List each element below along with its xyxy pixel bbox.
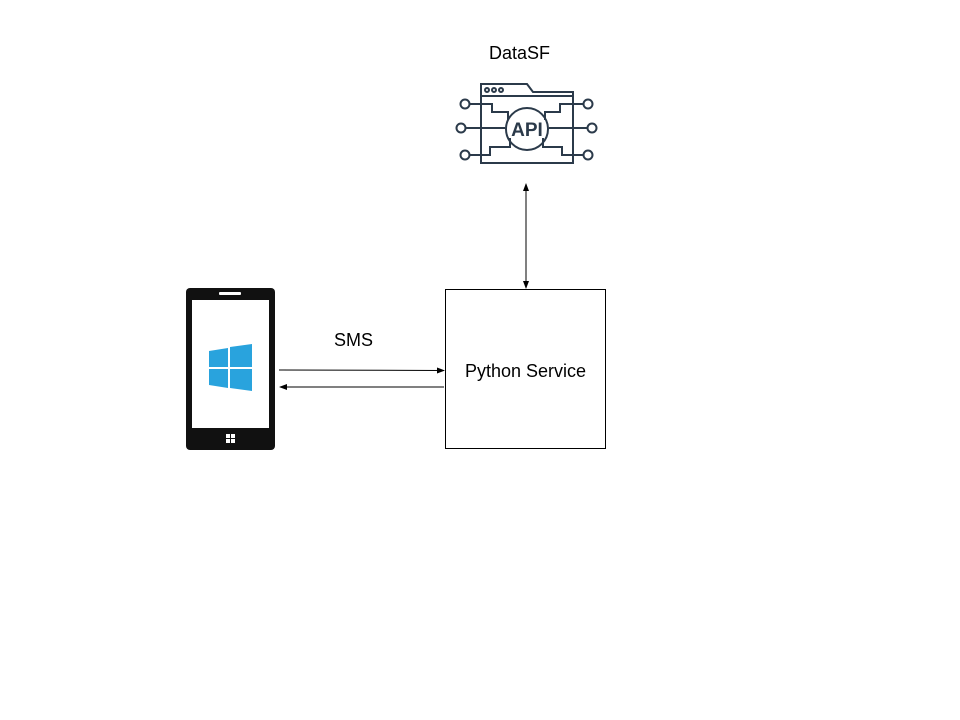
sms-edge-label: SMS bbox=[334, 330, 374, 350]
windows-logo-icon bbox=[209, 344, 252, 391]
api-icon-text: API bbox=[511, 120, 543, 141]
phone-to-service-arrow bbox=[278, 367, 445, 374]
phone-home-button-icon bbox=[226, 434, 235, 443]
python-service-label: Python Service bbox=[464, 361, 587, 381]
api-title: DataSF bbox=[489, 43, 551, 63]
python-service-node: Python Service bbox=[445, 289, 606, 449]
